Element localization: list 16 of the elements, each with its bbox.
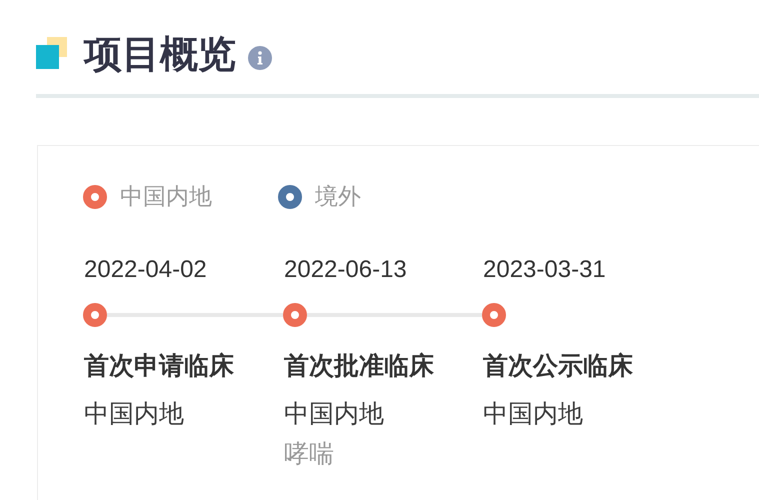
milestone-title: 首次申请临床 — [84, 354, 234, 379]
region-label: 中国内地 — [284, 402, 384, 427]
section-title: 项目概览 — [84, 36, 236, 74]
date-label: 2022-04-02 — [84, 258, 207, 282]
milestone-dot — [283, 303, 307, 327]
region-label: 中国内地 — [84, 402, 184, 427]
milestone-title: 首次公示临床 — [483, 354, 633, 379]
region-label: 中国内地 — [483, 402, 583, 427]
date-label: 2023-03-31 — [483, 258, 606, 282]
milestone-title: 首次批准临床 — [284, 354, 434, 379]
date-label: 2022-06-13 — [284, 258, 407, 282]
indication-label: 哮喘 — [284, 442, 334, 467]
legend-label: 境外 — [315, 185, 361, 208]
milestone-dot — [83, 303, 107, 327]
legend-label: 中国内地 — [120, 185, 212, 208]
milestone-dot — [482, 303, 506, 327]
